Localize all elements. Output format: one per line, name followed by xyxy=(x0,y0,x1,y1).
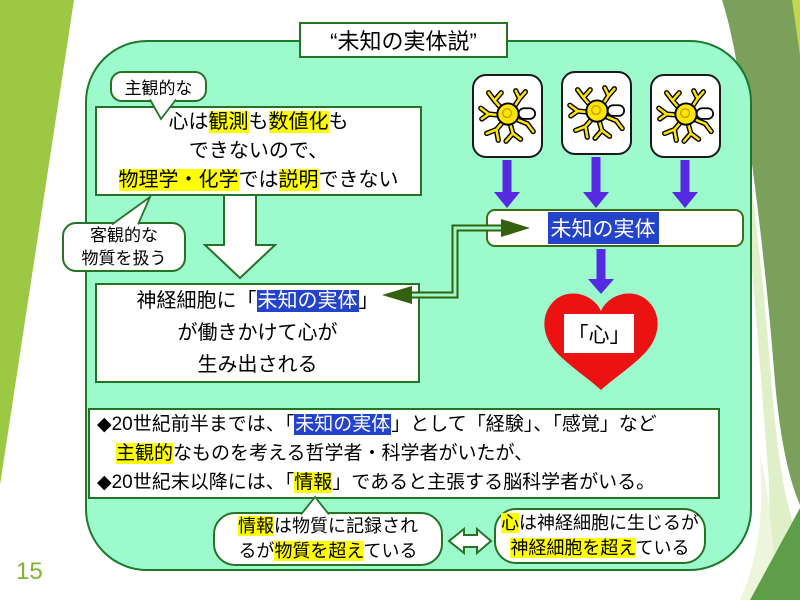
neuron-icon xyxy=(655,88,714,144)
box-neuron-claim: 神経細胞に「未知の実体」が働きかけて心が生み出される xyxy=(95,283,420,383)
left-decoration xyxy=(0,0,74,485)
slide-title-box: “未知の実体説” xyxy=(299,22,508,58)
neuron-icon xyxy=(566,85,625,141)
callout-subjective: 主観的な xyxy=(110,71,207,102)
callout-objective-matter: 客観的な物質を扱う xyxy=(62,222,186,272)
neuron-box xyxy=(472,74,543,158)
slide-title: “未知の実体説” xyxy=(330,29,477,54)
page-number: 15 xyxy=(16,558,43,585)
box-history: ◆20世紀前半までは、「未知の実体」として「経験」、「感覚」など 主観的なものを… xyxy=(88,408,720,499)
neuron-icon xyxy=(477,88,536,144)
heart-label: 「心」 xyxy=(564,314,634,353)
callout-subjective-label: 主観的な xyxy=(124,79,193,98)
unknown-entity-label: 未知の実体 xyxy=(547,212,659,244)
neuron-box xyxy=(650,74,721,158)
neuron-box xyxy=(561,71,632,155)
callout-mind-beyond: 心は神経細胞に生じるが神経細胞を超えている xyxy=(494,508,706,564)
callout-information: 情報は物質に記録されるが物質を超えている xyxy=(213,512,443,566)
box-mind-cannot-be-measured: 心は観測も数値化もできないので、物理学・化学では説明できない xyxy=(95,106,422,196)
box-unknown-entity: 未知の実体 xyxy=(486,209,744,247)
